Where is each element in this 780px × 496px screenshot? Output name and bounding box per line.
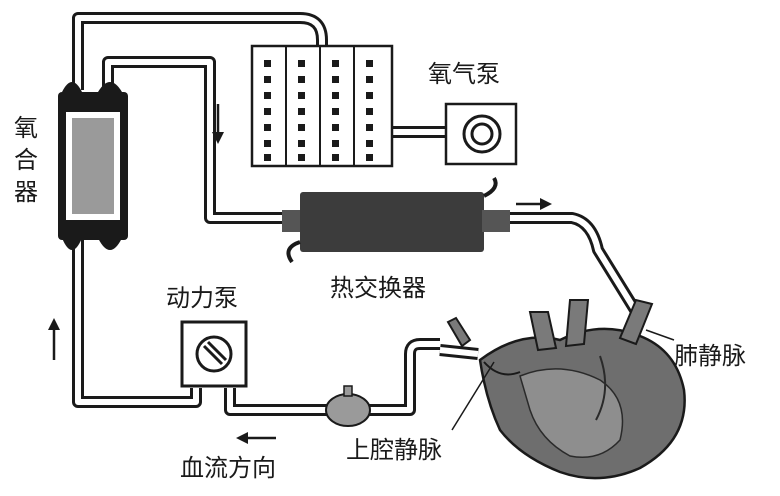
rack-dot [332, 76, 339, 83]
blood-flow-direction-label: 血流方向 [180, 454, 276, 482]
oxygenator-label-c2: 合 [14, 146, 38, 174]
rack-dot [332, 60, 339, 67]
rack-dot [298, 108, 305, 115]
bulb-chamber [325, 385, 371, 427]
oxygenator-label: 氧 合 器 [14, 114, 46, 206]
rack-dot [366, 124, 373, 131]
rack-dot [366, 108, 373, 115]
rack-dot [298, 76, 305, 83]
rack-dot [332, 108, 339, 115]
oxygenator-icon [58, 82, 128, 250]
rack-dot [332, 154, 339, 161]
rack-dot [332, 124, 339, 131]
rack-dot [366, 60, 373, 67]
oxygen-rack-dots [264, 60, 373, 161]
oxygenator-label-c3: 器 [14, 178, 38, 206]
pulmonary-vein-leader [645, 329, 675, 341]
heat-exchanger-icon [282, 176, 510, 264]
rack-dot [366, 92, 373, 99]
rack-dot [298, 154, 305, 161]
rack-dot [264, 154, 271, 161]
svc-leader [451, 361, 495, 431]
power-pump-label: 动力泵 [166, 284, 238, 312]
oxygenator-label-c1: 氧 [14, 114, 38, 142]
rack-dot [332, 92, 339, 99]
pulmonary-vein-label: 肺静脉 [674, 342, 746, 370]
rack-dot [264, 124, 271, 131]
rack-dot [366, 154, 373, 161]
rack-dot [264, 108, 271, 115]
heat-exchanger-label: 热交换器 [330, 274, 426, 302]
rack-dot [298, 60, 305, 67]
superior-vena-cava-label: 上腔静脉 [346, 436, 442, 464]
rack-dot [264, 76, 271, 83]
rack-dot [332, 140, 339, 147]
rack-dot [298, 140, 305, 147]
oxygen-pump-icon [444, 102, 518, 166]
rack-dot [264, 60, 271, 67]
flow-arrows [48, 104, 552, 444]
heart-icon [446, 298, 686, 480]
power-pump-icon [180, 320, 248, 388]
tubing [72, 12, 646, 416]
rack-dot [298, 124, 305, 131]
oxygen-rack-icon [250, 44, 394, 168]
rack-dot [298, 92, 305, 99]
rack-dot [264, 140, 271, 147]
oxygen-pump-label: 氧气泵 [428, 60, 500, 88]
rack-dot [264, 92, 271, 99]
rack-dot [366, 76, 373, 83]
rack-dot [366, 140, 373, 147]
